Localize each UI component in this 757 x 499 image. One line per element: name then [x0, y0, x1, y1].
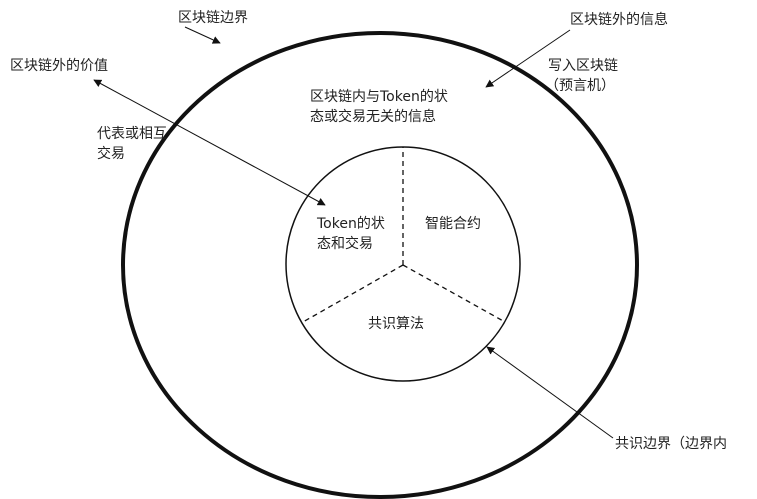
label-offchain-info: 区块链外的信息	[570, 11, 668, 28]
arrow-consensus-boundary	[486, 346, 614, 439]
label-token-state-2: 态和交易	[317, 235, 373, 252]
label-onchain-info-1: 区块链内与Token的状	[310, 89, 448, 105]
label-smart-contract: 智能合约	[425, 216, 481, 232]
label-write-to-chain-1: 写入区块链	[548, 58, 618, 74]
label-blockchain-boundary: 区块链边界	[178, 10, 248, 26]
label-represent-1: 代表或相互	[97, 126, 167, 142]
arrow-offchain-info-line	[485, 29, 571, 88]
arrow-value-token-double	[93, 79, 326, 206]
label-offchain-value: 区块链外的价值	[10, 58, 108, 74]
label-consensus-boundary: 共识边界（边界内	[615, 436, 727, 452]
blockchain-boundary-circle	[121, 31, 639, 499]
arrow-blockchain-boundary	[184, 26, 221, 44]
label-token-state-1: Token的状	[316, 216, 385, 232]
label-consensus-algorithm: 共识算法	[368, 316, 424, 332]
divider-dashed-right	[402, 264, 506, 323]
label-onchain-info-2: 态或交易无关的信息	[310, 108, 436, 125]
label-write-to-chain-2: （预言机）	[545, 78, 615, 94]
divider-dashed-left	[302, 264, 404, 323]
label-represent-2: 交易	[97, 145, 125, 162]
